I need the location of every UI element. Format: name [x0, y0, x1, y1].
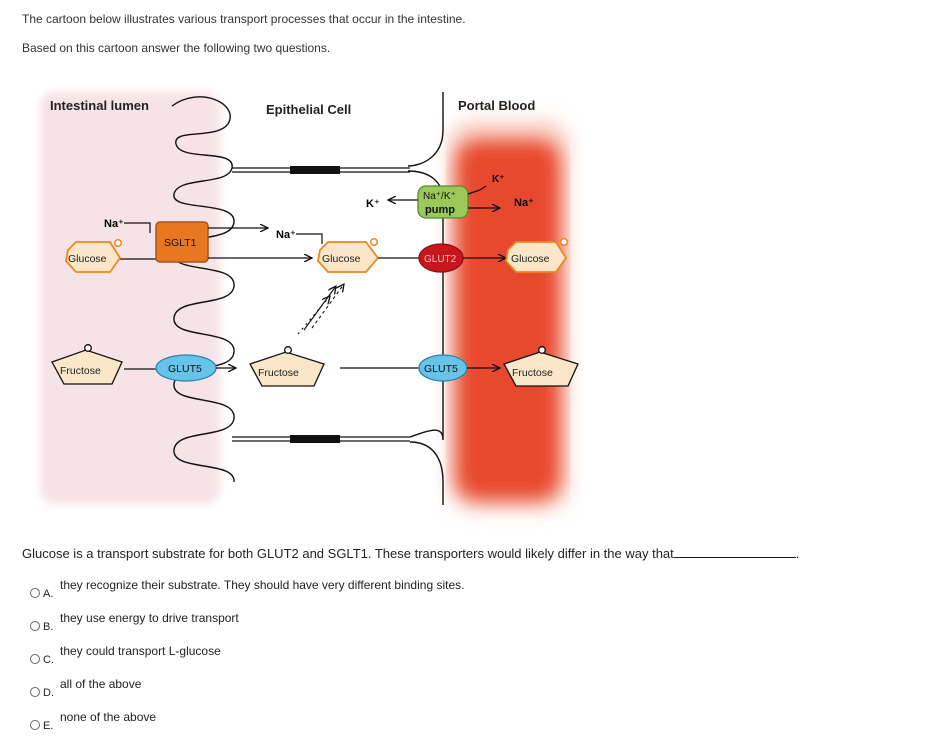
- transport-diagram: Intestinal lumen Epithelial Cell Portal …: [40, 92, 579, 510]
- radio-option-d[interactable]: [30, 687, 40, 697]
- question-text: Glucose is a transport substrate for bot…: [22, 546, 800, 561]
- lumen-region: [40, 92, 220, 504]
- fructose-cell: Fructose: [249, 346, 325, 387]
- basolateral-membrane: [407, 92, 444, 505]
- svg-text:GLUT2: GLUT2: [424, 254, 457, 265]
- glucose-blood: Glucose: [505, 237, 569, 273]
- svg-text:SGLT1: SGLT1: [164, 237, 197, 249]
- option-a-letter: A.: [43, 588, 54, 600]
- fructose-lumen: Fructose: [51, 344, 123, 385]
- svg-text:GLUT5: GLUT5: [168, 363, 202, 375]
- diffusion-arrows: [297, 284, 344, 335]
- option-c-letter: C.: [43, 654, 54, 666]
- svg-text:GLUT5: GLUT5: [424, 363, 458, 375]
- glucose-lumen: Glucose: [65, 238, 123, 273]
- svg-text:Fructose: Fructose: [60, 365, 101, 377]
- na-k-pump: Na⁺/K⁺ pump: [417, 185, 469, 219]
- intro-line-2: Based on this cartoon answer the followi…: [22, 41, 331, 55]
- ion-na-lumen: Na⁺: [104, 218, 124, 230]
- svg-text:Na⁺/K⁺: Na⁺/K⁺: [423, 191, 456, 202]
- glut5-basolateral-transporter: GLUT5: [418, 354, 468, 382]
- sglt1-transporter: SGLT1: [155, 221, 209, 263]
- option-d-letter: D.: [43, 687, 54, 699]
- option-b-letter: B.: [43, 621, 54, 633]
- ion-na-cell: Na⁺: [276, 229, 296, 241]
- option-d-text[interactable]: all of the above: [60, 677, 142, 691]
- option-b-text[interactable]: they use energy to drive transport: [60, 611, 239, 625]
- ion-k-cell: K⁺: [366, 198, 380, 210]
- intro-line-1: The cartoon below illustrates various tr…: [22, 12, 466, 26]
- ion-k-blood: K⁺: [492, 174, 505, 185]
- svg-text:Glucose: Glucose: [511, 253, 550, 265]
- answer-blank: [673, 546, 796, 558]
- apical-membrane: [171, 96, 235, 483]
- label-intestinal-lumen: Intestinal lumen: [50, 98, 149, 113]
- radio-option-e[interactable]: [30, 720, 40, 730]
- ion-na-blood: Na⁺: [514, 197, 534, 209]
- radio-option-b[interactable]: [30, 621, 40, 631]
- option-c-text[interactable]: they could transport L-glucose: [60, 644, 221, 658]
- svg-text:Fructose: Fructose: [512, 367, 553, 379]
- option-a-text[interactable]: they recognize their substrate. They sho…: [60, 578, 465, 592]
- radio-option-a[interactable]: [30, 588, 40, 598]
- label-epithelial-cell: Epithelial Cell: [266, 102, 351, 117]
- glut2-transporter: GLUT2: [418, 243, 464, 273]
- svg-text:Glucose: Glucose: [68, 253, 107, 265]
- svg-text:Fructose: Fructose: [258, 367, 299, 379]
- radio-option-c[interactable]: [30, 654, 40, 664]
- svg-text:Glucose: Glucose: [322, 253, 361, 265]
- label-portal-blood: Portal Blood: [458, 98, 535, 113]
- option-e-text[interactable]: none of the above: [60, 710, 157, 724]
- svg-text:pump: pump: [425, 204, 455, 216]
- option-e-letter: E.: [43, 720, 54, 732]
- glut5-apical-transporter: GLUT5: [155, 354, 217, 382]
- glucose-cell: Glucose: [317, 237, 380, 273]
- fructose-blood: Fructose: [503, 346, 579, 387]
